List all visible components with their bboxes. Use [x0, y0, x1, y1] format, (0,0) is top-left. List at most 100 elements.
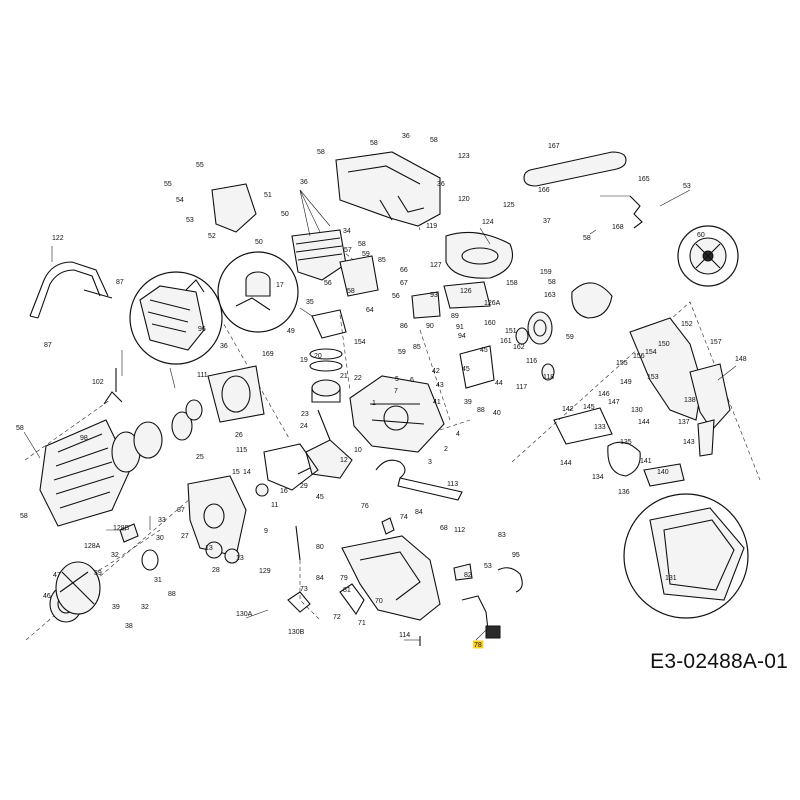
- callout-79: 79: [340, 575, 348, 582]
- callout-36d: 36: [220, 343, 228, 350]
- callout-58a: 58: [317, 149, 325, 156]
- callout-146: 146: [598, 391, 610, 398]
- callout-42: 42: [432, 368, 440, 375]
- gasket-part: [263, 309, 347, 491]
- callout-9: 9: [264, 528, 268, 535]
- callout-38: 38: [125, 623, 133, 630]
- callout-39c: 39: [112, 604, 120, 611]
- callout-133: 133: [594, 424, 606, 431]
- callout-130A: 130A: [236, 611, 253, 618]
- callout-52: 52: [208, 233, 216, 240]
- callout-19: 19: [300, 357, 308, 364]
- crankshaft-part: [297, 409, 353, 479]
- callout-128B: 128B: [113, 525, 130, 532]
- callout-53c: 53: [484, 563, 492, 570]
- callout-141: 141: [640, 458, 652, 465]
- callout-95: 95: [512, 552, 520, 559]
- callout-155: 155: [616, 360, 628, 367]
- top-cover-part: [335, 151, 441, 227]
- callout-83: 83: [498, 532, 506, 539]
- callout-57: 57: [344, 247, 352, 254]
- callout-24: 24: [300, 423, 308, 430]
- callout-145: 145: [583, 404, 595, 411]
- pulley-part: [49, 399, 203, 623]
- callout-149: 149: [620, 379, 632, 386]
- callout-66: 66: [400, 267, 408, 274]
- callout-142: 142: [562, 406, 574, 413]
- callout-144a: 144: [638, 419, 650, 426]
- callout-130: 130: [631, 407, 643, 414]
- callout-135: 135: [620, 439, 632, 446]
- callout-36a: 36: [402, 133, 410, 140]
- callout-167: 167: [548, 143, 560, 150]
- callout-122: 122: [52, 235, 64, 242]
- callout-148: 148: [735, 356, 747, 363]
- callout-33: 33: [158, 517, 166, 524]
- callout-165: 165: [638, 176, 650, 183]
- callout-35: 35: [306, 299, 314, 306]
- callout-76: 76: [361, 503, 369, 510]
- callout-53b: 53: [186, 217, 194, 224]
- callout-20: 20: [314, 353, 322, 360]
- callout-41: 41: [433, 399, 441, 406]
- piston-zoom-circle: [217, 251, 299, 333]
- callout-169: 169: [262, 351, 274, 358]
- callout-158: 158: [506, 280, 518, 287]
- callout-49: 49: [287, 328, 295, 335]
- callout-46: 46: [43, 593, 51, 600]
- callout-56b: 56: [392, 293, 400, 300]
- callout-150: 150: [658, 341, 670, 348]
- callout-87c: 87: [177, 507, 185, 514]
- callout-58i: 58: [20, 513, 28, 520]
- callout-140: 140: [657, 469, 669, 476]
- callout-2: 2: [444, 446, 448, 453]
- callout-129: 129: [259, 568, 271, 575]
- callout-81: 81: [343, 587, 351, 594]
- callout-71: 71: [358, 620, 366, 627]
- callout-3: 3: [428, 459, 432, 466]
- callout-44: 44: [495, 380, 503, 387]
- callout-32b: 32: [141, 604, 149, 611]
- callout-28: 28: [212, 567, 220, 574]
- callout-93: 93: [430, 292, 438, 299]
- callout-134: 134: [592, 474, 604, 481]
- callout-43: 43: [436, 382, 444, 389]
- callout-25: 25: [196, 454, 204, 461]
- callout-147: 147: [608, 399, 620, 406]
- callout-13a: 13: [205, 545, 213, 552]
- callout-60: 60: [697, 232, 705, 239]
- callout-53a: 53: [683, 183, 691, 190]
- callout-85b: 85: [413, 344, 421, 351]
- callout-125: 125: [503, 202, 515, 209]
- callout-45a: 45: [480, 347, 488, 354]
- callout-96: 96: [198, 326, 206, 333]
- callout-98: 98: [80, 435, 88, 442]
- callout-50a: 50: [281, 211, 289, 218]
- callout-55b: 55: [164, 181, 172, 188]
- callout-117: 117: [516, 384, 527, 391]
- callout-112: 112: [454, 527, 465, 534]
- callout-113: 113: [447, 481, 458, 488]
- callout-58h: 58: [16, 425, 24, 432]
- callout-26: 26: [235, 432, 243, 439]
- callout-163: 163: [544, 292, 556, 299]
- callout-126: 126: [460, 288, 472, 295]
- callout-39a: 39: [464, 399, 472, 406]
- sprocket-zoom-circle: [677, 225, 739, 287]
- callout-58d: 58: [583, 235, 591, 242]
- callout-47: 47: [53, 572, 61, 579]
- callout-120: 120: [458, 196, 470, 203]
- callout-89: 89: [451, 313, 459, 320]
- callout-27: 27: [181, 533, 189, 540]
- rear-handle-part: [341, 477, 463, 621]
- crankcase-part: [349, 375, 445, 453]
- callout-58e: 58: [358, 241, 366, 248]
- callout-162: 162: [513, 344, 525, 351]
- reference-code: E3-02488A-01: [650, 650, 788, 673]
- callout-29: 29: [300, 483, 308, 490]
- callout-78: 78: [474, 642, 482, 649]
- callout-50b: 50: [255, 239, 263, 246]
- callout-126A: 126A: [484, 300, 501, 307]
- callout-15: 15: [232, 469, 240, 476]
